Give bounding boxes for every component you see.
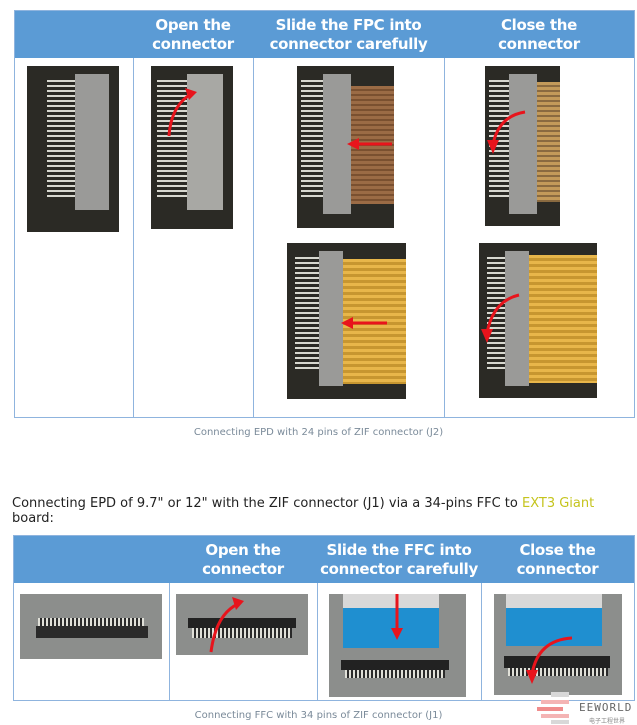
description-paragraph: Connecting EPD of 9.7" or 12" with the Z…	[12, 496, 637, 526]
photo-ffc-close-connector	[494, 594, 622, 695]
photo-connector-initial	[27, 66, 119, 232]
photo-ffc-open-connector	[176, 594, 308, 655]
arrow-icon	[391, 594, 403, 640]
header-close-connector: Close the connector	[498, 15, 580, 53]
caption-table1: Connecting EPD with 24 pins of ZIF conne…	[193, 427, 444, 438]
caption-table2: Connecting FFC with 34 pins of ZIF conne…	[194, 710, 443, 721]
header-close-connector: Close the connector	[516, 540, 599, 578]
header-cell-empty	[15, 11, 133, 58]
photo-open-connector	[151, 66, 233, 229]
divider	[444, 58, 445, 417]
arrow-icon	[167, 88, 197, 137]
divider	[481, 583, 482, 700]
photo-slide-fpc-2	[287, 243, 406, 399]
header-slide-ffc: Slide the FFC into connector carefully	[320, 540, 478, 578]
paragraph-text: Connecting EPD of 9.7" or 12" with the Z…	[12, 496, 522, 511]
arrow-icon	[526, 636, 573, 684]
photo-ffc-connector-initial	[20, 594, 162, 659]
paragraph-text-end: board:	[12, 511, 54, 526]
table-header: Open the connector Slide the FPC into co…	[15, 11, 634, 58]
arrow-icon	[209, 597, 244, 653]
divider	[317, 583, 318, 700]
eeworld-watermark-logo: EEWORLD 电子工程世界	[537, 692, 637, 725]
arrow-icon	[341, 317, 387, 329]
photo-slide-fpc-1	[297, 66, 394, 228]
connector-table-34pin: Open the connector Slide the FFC into co…	[13, 535, 635, 701]
arrow-icon	[481, 293, 520, 343]
photo-close-connector-1	[485, 66, 560, 226]
header-cell-empty	[14, 536, 169, 583]
divider	[169, 583, 170, 700]
ext3-giant-link[interactable]: EXT3 Giant	[521, 496, 595, 511]
header-slide-fpc: Slide the FPC into connector carefully	[269, 15, 428, 53]
photo-ffc-slide	[329, 594, 466, 697]
header-open-connector: Open the connector	[152, 15, 234, 53]
divider	[133, 58, 134, 417]
photo-close-connector-2	[479, 243, 597, 398]
table-header: Open the connector Slide the FFC into co…	[14, 536, 634, 583]
eeworld-logo-icon	[537, 692, 569, 724]
arrow-icon	[347, 138, 392, 150]
arrow-icon	[487, 110, 526, 154]
connector-table-24pin: Open the connector Slide the FPC into co…	[14, 10, 635, 418]
divider	[253, 58, 254, 417]
header-open-connector: Open the connector	[202, 540, 284, 578]
